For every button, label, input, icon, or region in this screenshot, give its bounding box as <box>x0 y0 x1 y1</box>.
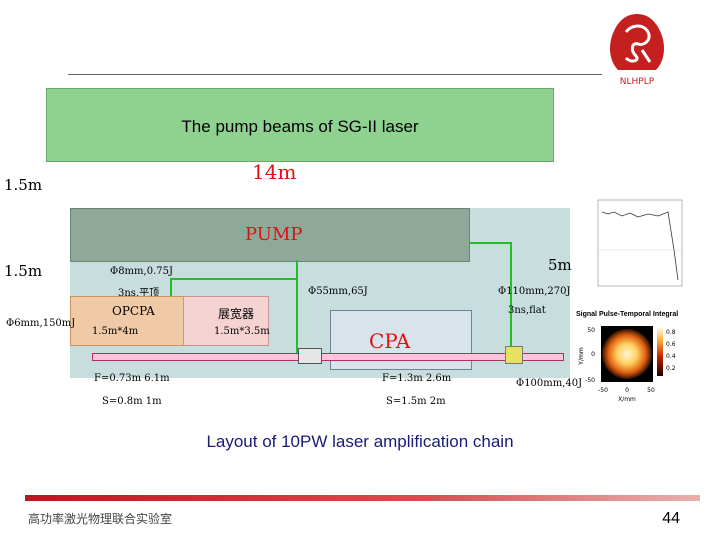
s-right-label: S=1.5m 2m <box>386 396 446 407</box>
pump3-pulse-label: 3ns,flat <box>508 305 546 316</box>
colorbar-tick-4: 0.2 <box>666 365 676 372</box>
opcpa-box <box>70 296 185 346</box>
pulse-chart-title: Signal Pulse-Temporal Integral <box>576 311 679 318</box>
width-label-right: 5m <box>548 256 572 274</box>
pump1-pulse-label: 3ns,平顶 <box>118 288 160 299</box>
x-axis-label: X/mm <box>618 396 636 403</box>
output-beam-label: Φ100mm,40J <box>516 378 583 389</box>
inset-line-chart <box>578 190 688 300</box>
amplifier-component-1 <box>298 348 322 364</box>
slide-title: The pump beams of SG-II laser <box>181 117 419 136</box>
seed-energy-label: Φ6mm,150mJ <box>6 318 76 329</box>
header-rule <box>68 74 602 75</box>
pump-line-3-horizontal <box>470 242 512 244</box>
pump-line-1-horizontal <box>170 278 298 280</box>
width-label-top: 1.5m <box>4 176 43 194</box>
y-axis-label: Y/mm <box>578 347 585 366</box>
pump-region <box>70 208 470 262</box>
opcpa-size-label: 1.5m*4m <box>92 326 139 337</box>
pump1-beam-label: Φ8mm,0.75J <box>110 266 173 277</box>
stretcher-label: 展宽器 <box>218 307 255 321</box>
page-number: 44 <box>662 510 680 527</box>
footer-organization: 高功率激光物理联合实验室 <box>28 512 173 526</box>
y-tick-mid: 0 <box>591 351 595 358</box>
amplifier-component-2 <box>505 346 523 364</box>
title-box: The pump beams of SG-II laser <box>46 88 554 162</box>
x-tick-right: 50 <box>647 387 655 394</box>
colorbar-tick-1: 0.8 <box>666 329 676 336</box>
main-beam-line <box>92 353 564 361</box>
f-left-label: F=0.73m 6.1m <box>94 373 170 384</box>
colorbar <box>657 328 663 376</box>
y-tick-bottom: -50 <box>585 377 595 384</box>
s-left-label: S=0.8m 1m <box>102 396 162 407</box>
inset-line-series <box>601 211 679 281</box>
institution-logo: NLHPLP <box>610 14 664 87</box>
stretcher-box <box>183 296 269 346</box>
width-label-side: 1.5m <box>4 262 43 280</box>
pulse-spot <box>602 329 652 379</box>
footer-bar <box>25 495 700 501</box>
pump-label: PUMP <box>245 224 303 245</box>
pump-line-center <box>296 260 298 356</box>
stretcher-size-label: 1.5m*3.5m <box>214 326 270 337</box>
svg-text:NLHPLP: NLHPLP <box>620 77 655 87</box>
opcpa-label: OPCPA <box>112 304 155 318</box>
colorbar-tick-3: 0.4 <box>666 353 676 360</box>
pump-line-3-vertical <box>510 242 512 354</box>
figure-caption: Layout of 10PW laser amplification chain <box>206 432 514 451</box>
length-label: 14m <box>252 160 297 184</box>
f-right-label: F=1.3m 2.6m <box>382 373 452 384</box>
pump3-beam-label: Φ110mm,270J <box>498 286 571 297</box>
colorbar-tick-2: 0.6 <box>666 341 676 348</box>
x-tick-mid: 0 <box>625 387 629 394</box>
pulse-heatmap: 0.8 0.6 0.4 0.2 50 0 -50 -50 0 50 X/mm Y… <box>578 326 676 403</box>
pump2-beam-label: Φ55mm,65J <box>308 286 368 297</box>
cpa-label: CPA <box>369 329 411 353</box>
x-tick-left: -50 <box>598 387 608 394</box>
y-tick-top: 50 <box>587 327 595 334</box>
